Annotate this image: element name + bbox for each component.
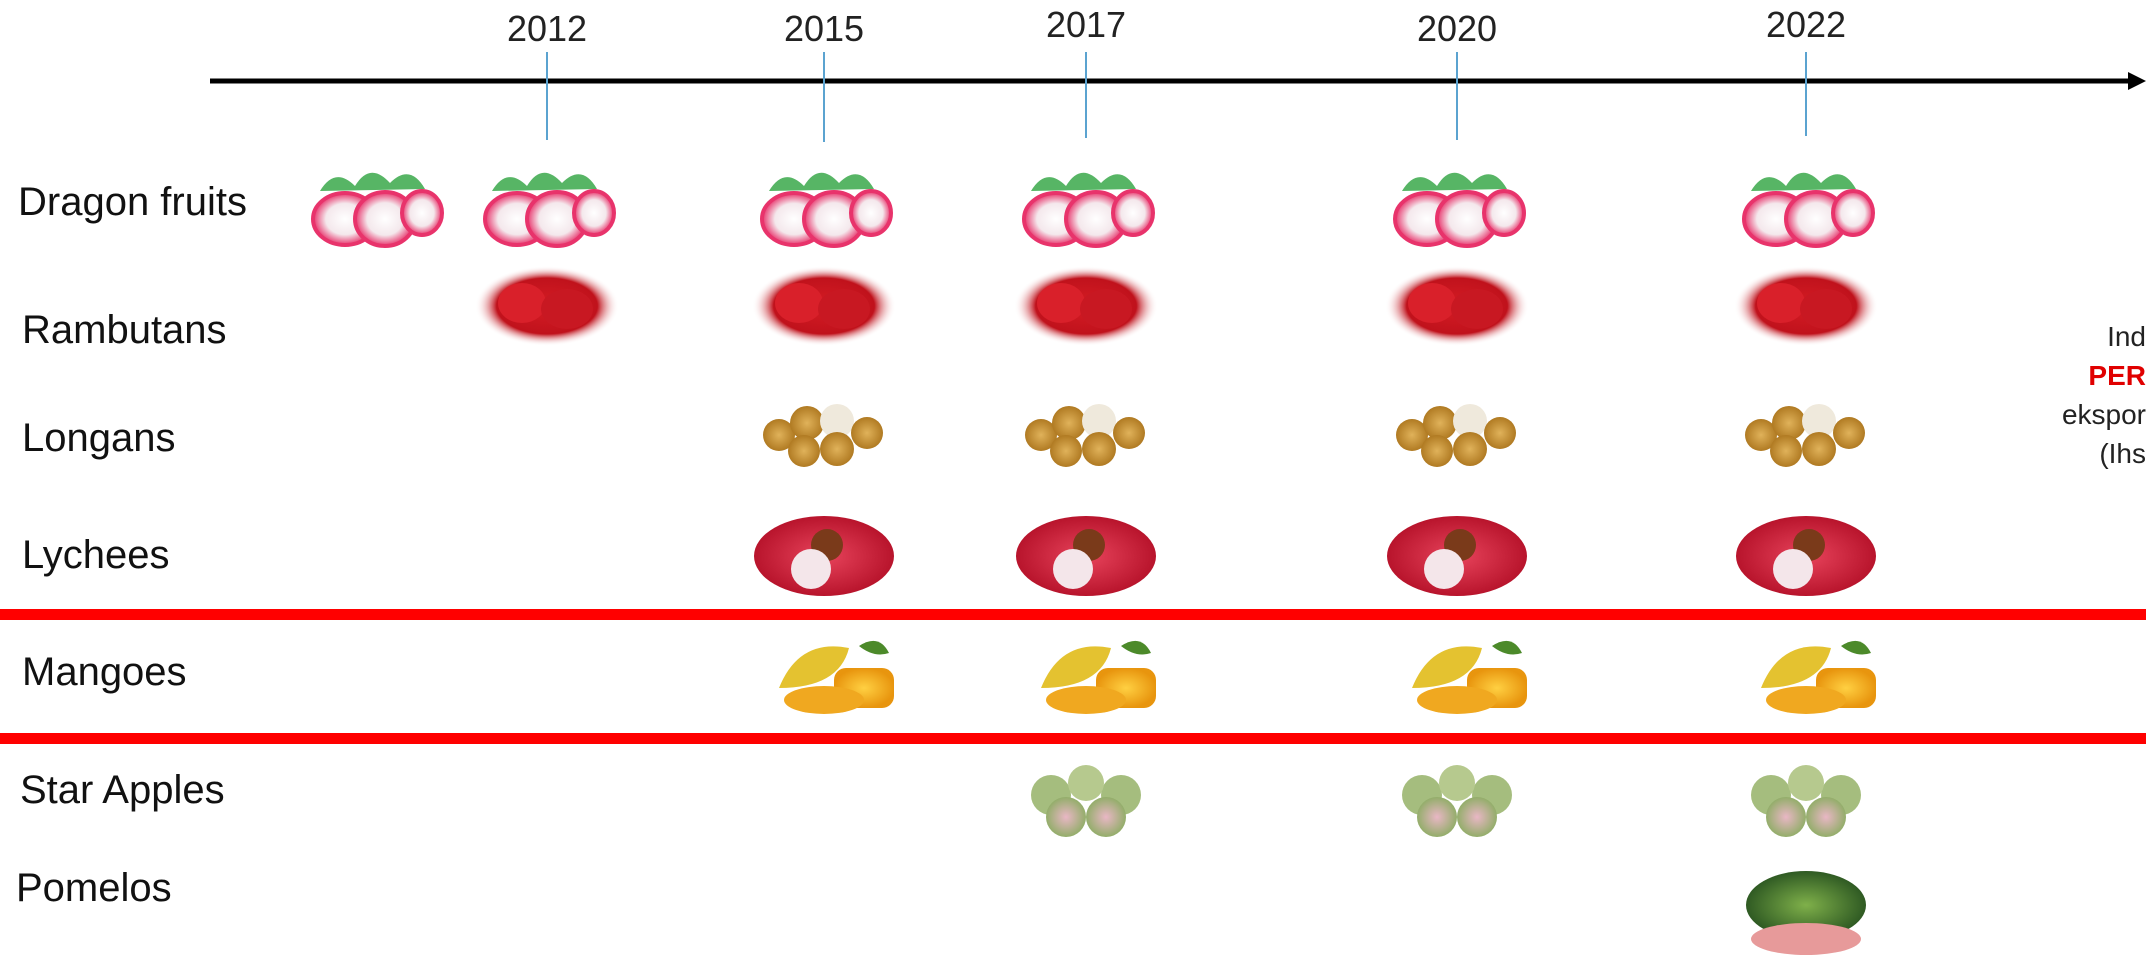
highlight-line-top [0,609,2146,620]
rambutan-icon [1011,261,1161,351]
star-apple-icon [1011,755,1161,845]
mango-icon [1021,628,1171,718]
side-note-line-2: PER [2088,360,2146,391]
longan-icon [749,385,899,475]
star-apple-icon [1382,755,1532,845]
pomelo-icon [1731,865,1881,955]
rambutan-icon [1382,261,1532,351]
year-label-2022: 2022 [1765,4,1847,45]
dragon-fruit-icon [1011,161,1161,251]
row-label-rambutan: Rambutans [22,308,227,352]
mango-icon [1741,628,1891,718]
axis-arrowhead [2128,72,2146,90]
year-label-2015: 2015 [783,8,865,49]
rambutan-icon [749,261,899,351]
longan-icon [1011,385,1161,475]
dragon-fruit-icon [1382,161,1532,251]
longan-icon [1731,385,1881,475]
lychee-icon [1382,511,1532,601]
dragon-fruit-icon [1731,161,1881,251]
rambutan-icon [1731,261,1881,351]
star-apple-icon [1731,755,1881,845]
mango-icon [759,628,909,718]
side-note-line-4: (Ihs [2099,438,2146,469]
year-label-2017: 2017 [1045,4,1127,45]
rambutan-icon [472,261,622,351]
row-label-star-apple: Star Apples [20,768,225,812]
row-label-mango: Mangoes [22,650,187,694]
year-label-2012: 2012 [506,8,588,49]
lychee-icon [749,511,899,601]
lychee-icon [1011,511,1161,601]
side-note: Ind PER ekspor (Ihs [1906,317,2146,473]
dragon-fruit-icon [300,161,450,251]
row-label-pomelo: Pomelos [16,866,172,910]
lychee-icon [1731,511,1881,601]
row-label-dragon-fruit: Dragon fruits [18,180,247,224]
row-label-longan: Longans [22,416,176,460]
row-label-lychee: Lychees [22,533,170,577]
dragon-fruit-icon [472,161,622,251]
side-note-line-1: Ind [2107,321,2146,352]
year-label-2020: 2020 [1416,8,1498,49]
longan-icon [1382,385,1532,475]
mango-icon [1392,628,1542,718]
side-note-line-3: ekspor [2061,399,2146,430]
highlight-line-bottom [0,733,2146,744]
dragon-fruit-icon [749,161,899,251]
